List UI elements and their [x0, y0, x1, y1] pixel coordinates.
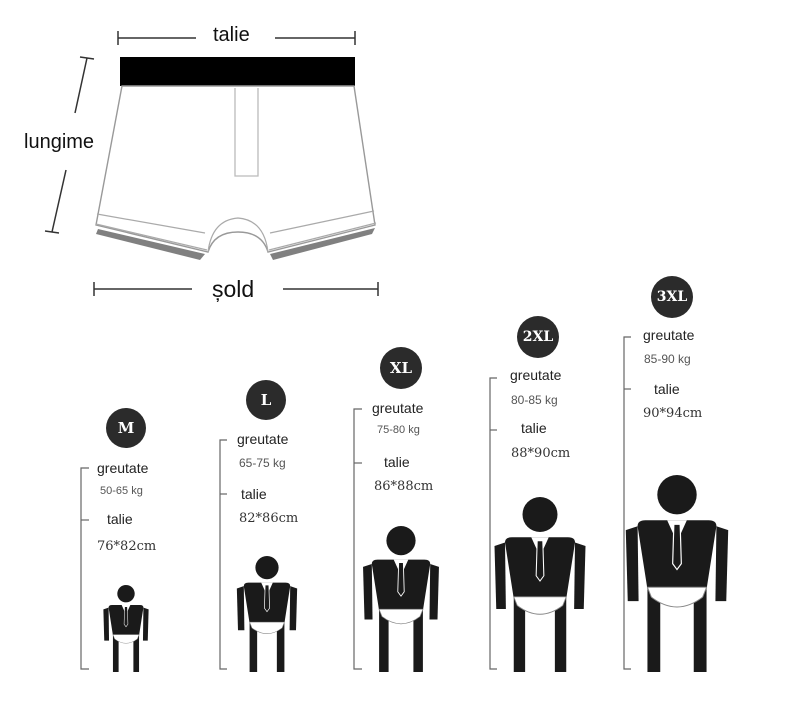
weight-label-2xl: greutate — [510, 367, 562, 383]
waist-label-m: talie — [107, 511, 133, 527]
waistband — [120, 57, 355, 86]
weight-value-3xl: 85-90 kg — [644, 352, 691, 366]
person-figure-m — [103, 585, 149, 672]
waist-value-2xl: 88*90cm — [511, 446, 571, 461]
size-badge-2xl: 2XL — [517, 316, 559, 358]
weight-value-xl: 75-80 kg — [377, 424, 420, 436]
weight-label-m: greutate — [97, 460, 149, 476]
length-dimension-label: lungime — [24, 131, 95, 153]
waist-label-2xl: talie — [521, 420, 547, 436]
waist-label-xl: talie — [384, 454, 410, 470]
person-figure-xl — [363, 526, 439, 672]
waist-dimension-line — [117, 31, 356, 45]
waist-value-l: 82*86cm — [239, 511, 299, 526]
person-figure-3xl — [625, 475, 729, 672]
leg-hems — [95, 210, 377, 253]
size-brackets — [80, 336, 631, 670]
left-leg-shadow — [96, 229, 205, 260]
person-figure-l — [236, 556, 298, 672]
length-dimension-line — [44, 56, 95, 234]
right-leg-shadow — [270, 228, 375, 260]
waist-value-m: 76*82cm — [97, 539, 157, 554]
hip-dimension-line — [93, 282, 379, 296]
waist-value-xl: 86*88cm — [374, 479, 434, 494]
waist-label-3xl: talie — [654, 381, 680, 397]
weight-label-l: greutate — [237, 431, 289, 447]
fly-seam — [234, 88, 259, 177]
waist-value-3xl: 90*94cm — [643, 406, 703, 421]
person-figure-2xl — [494, 497, 586, 672]
weight-value-m: 50-65 kg — [100, 485, 143, 497]
hip-dimension-label: șold — [212, 276, 255, 302]
size-badge-3xl: 3XL — [651, 276, 693, 318]
size-badge-m: M — [106, 408, 146, 448]
weight-label-xl: greutate — [372, 400, 424, 416]
size-badge-l: L — [246, 380, 286, 420]
weight-value-l: 65-75 kg — [239, 456, 286, 470]
weight-value-2xl: 80-85 kg — [511, 393, 558, 407]
size-badge-xl: XL — [380, 347, 422, 389]
weight-label-3xl: greutate — [643, 327, 695, 343]
waist-label-l: talie — [241, 486, 267, 502]
waist-dimension-label: talie — [213, 24, 250, 46]
